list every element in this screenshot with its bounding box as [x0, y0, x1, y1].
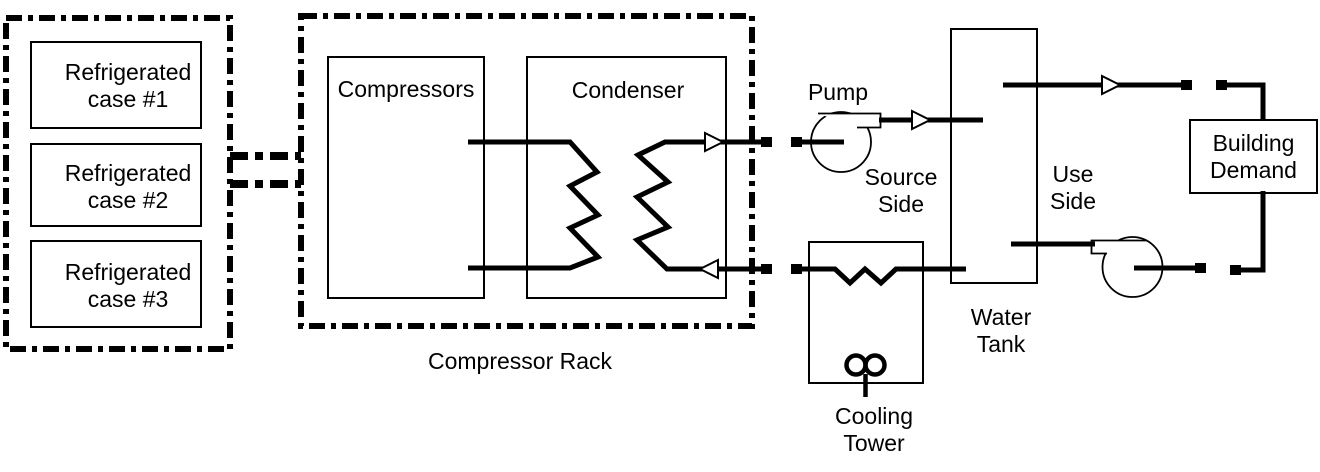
compressors-box [327, 56, 485, 299]
condenser-box [526, 56, 727, 299]
connector-node [761, 137, 772, 147]
case-2-line1: Refrigerated [64, 160, 192, 186]
source-side-label: Source Side [865, 164, 938, 218]
connector-node [791, 137, 802, 147]
case-1-line2: case #1 [87, 86, 169, 112]
connector-node [791, 264, 802, 274]
cooling-tower-label: Cooling Tower [835, 403, 913, 457]
building-demand-label: Building Demand [1190, 120, 1317, 193]
refrigerated-case-2-label: Refrigerated case #2 [53, 146, 203, 228]
condenser-water-coil [632, 139, 761, 272]
case-3-line1: Refrigerated [64, 259, 192, 285]
compressor-rack-dashed-border [298, 13, 755, 329]
case-1-line1: Refrigerated [64, 59, 192, 85]
cooling-tower-return-pipe [792, 265, 966, 287]
flow-arrow-condenser-out-icon [704, 131, 726, 153]
water-tank-box [950, 28, 1038, 284]
cooling-tower-line2: Tower [843, 430, 905, 456]
use-side-line1: Use [1052, 161, 1094, 187]
building-inlet-pipe [1222, 82, 1266, 120]
refrigerated-case-1-box [30, 41, 202, 129]
connector-node [1195, 263, 1206, 273]
flow-arrow-condenser-in-icon [697, 258, 719, 280]
refrigerated-case-1-label: Refrigerated case #1 [53, 44, 203, 128]
connector-node [1181, 80, 1192, 90]
case-3-line2: case #3 [87, 286, 169, 312]
building-demand-line2: Demand [1210, 156, 1297, 183]
connector-node [761, 264, 772, 274]
use-side-label: Use Side [1050, 161, 1096, 215]
water-tank-line2: Tank [976, 331, 1026, 357]
connector-node [1216, 80, 1227, 90]
building-return-pipe [1237, 191, 1266, 273]
flow-arrow-use-supply-icon [1101, 74, 1123, 96]
use-pump-volute [1090, 239, 1147, 255]
flow-arrow-pump-discharge-icon [911, 109, 933, 131]
use-side-line2: Side [1049, 188, 1097, 214]
fan-blade-right [863, 353, 887, 377]
case-2-line2: case #2 [87, 187, 169, 213]
source-side-line1: Source [864, 164, 938, 190]
compressors-label: Compressors [337, 76, 475, 102]
building-demand-line1: Building [1212, 129, 1295, 156]
connector-node [1230, 265, 1241, 275]
water-tank-label: Water Tank [971, 304, 1032, 358]
compressor-rack-label: Compressor Rack [427, 348, 613, 374]
refrigerated-case-2-box [30, 143, 202, 227]
use-pump-icon [1090, 236, 1164, 298]
refrigerated-case-3-box [30, 240, 202, 328]
refrigerant-coil [468, 139, 603, 271]
pump-label: Pump [807, 79, 869, 105]
water-tank-line1: Water [970, 304, 1032, 330]
fan-icon [844, 353, 887, 397]
condenser-label: Condenser [571, 77, 685, 103]
source-side-line2: Side [877, 191, 925, 217]
refrigerated-case-3-label: Refrigerated case #3 [53, 243, 203, 329]
building-demand-box [1189, 119, 1318, 194]
cooling-tower-line1: Cooling [835, 403, 913, 429]
